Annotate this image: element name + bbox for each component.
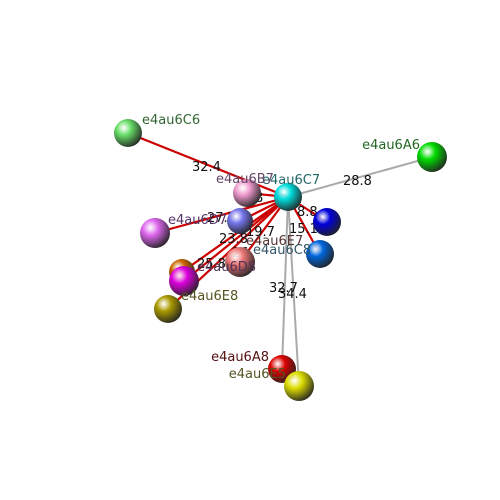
atom-node-slate[interactable]: [227, 208, 253, 234]
atom-node-blue1[interactable]: [313, 208, 341, 236]
node-label-blue2: e4au6C8: [253, 243, 311, 258]
atom-node-salmon[interactable]: [225, 247, 255, 277]
atom-node-magenta[interactable]: [169, 266, 199, 296]
node-label-a8: e4au6A8: [211, 350, 269, 365]
node-label-yellow: e4au6E5: [229, 367, 286, 382]
atom-node-yellow[interactable]: [284, 371, 314, 401]
distance-label-yellow: 34.4: [278, 287, 307, 302]
edge-c7-orange: [181, 196, 289, 273]
atom-node-a6[interactable]: [417, 142, 447, 172]
edge-c7-purple: [154, 195, 289, 235]
atom-node-c7[interactable]: [274, 183, 302, 211]
nodes-layer: [114, 119, 447, 401]
atom-node-blue2[interactable]: [306, 240, 334, 268]
distance-label-c6: 32.4: [192, 160, 221, 175]
node-label-magenta: e4au6D8: [197, 260, 256, 275]
node-label-purple: e4au6D7: [168, 213, 227, 228]
distance-label-blue1: 8.8: [297, 205, 318, 220]
edges-layer: [127, 131, 433, 387]
distance-label-slate: 19.7: [246, 225, 275, 240]
edge-c7-a8: [281, 196, 289, 370]
node-label-b7: e4au6B7: [216, 172, 274, 187]
atom-node-purple[interactable]: [140, 218, 170, 248]
distance-labels-layer: 28.832.432.734.4827.319.723.825.8268.815…: [192, 160, 372, 302]
edge-c7-magenta: [183, 196, 289, 282]
distance-label-blue2: 15.1: [289, 222, 318, 237]
atom-node-b7[interactable]: [233, 179, 261, 207]
edge-c7-c6: [127, 131, 289, 199]
edge-c7-yellow: [287, 196, 300, 387]
node-label-olive: e4au6E8: [181, 289, 238, 304]
node-label-c6: e4au6C6: [142, 113, 200, 128]
distance-label-salmon: 23.8: [219, 232, 248, 247]
distance-label-a8: 32.7: [269, 281, 298, 296]
node-label-a6: e4au6A6: [362, 138, 420, 153]
edge-c7-a6: [287, 156, 433, 198]
distance-label-a6: 28.8: [343, 174, 372, 189]
atom-node-olive[interactable]: [154, 295, 182, 323]
node-label-c7: e4au6C7: [262, 173, 320, 188]
distance-label-orange: 25.8: [197, 257, 226, 272]
atom-node-c6[interactable]: [114, 119, 142, 147]
node-label-salmon: e4au6E7: [246, 234, 303, 249]
